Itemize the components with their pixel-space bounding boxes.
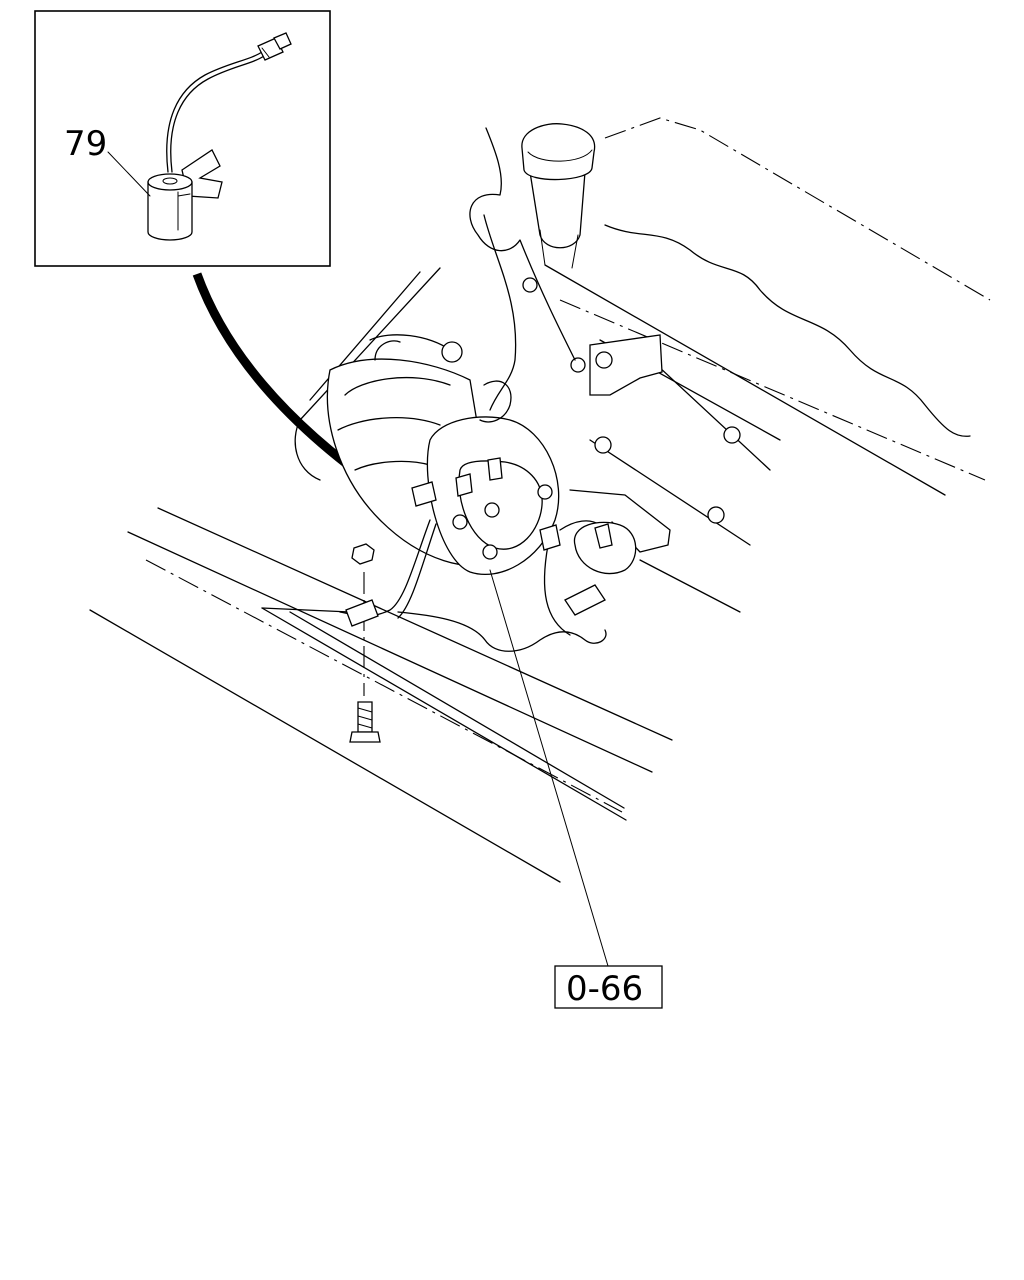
mount-bracket [589, 334, 663, 396]
frame-rails [89, 507, 673, 883]
capacitor-body [147, 173, 193, 241]
capacitor-mount-point [411, 481, 437, 507]
horn [539, 489, 671, 616]
alternator [294, 267, 560, 576]
capacitor-wire [166, 51, 263, 173]
callout-0-66: 0-66 [566, 969, 643, 1009]
leader-0-66 [489, 569, 609, 967]
nut [351, 543, 375, 565]
inset-detail: 79 [34, 10, 331, 267]
callout-79: 79 [64, 124, 107, 164]
radiator-assembly [469, 117, 991, 613]
bracket-plate [345, 599, 379, 627]
leader-79 [107, 151, 151, 197]
wire-terminal [257, 32, 292, 61]
alternator-rear-housing [426, 416, 560, 576]
radiator-cap [521, 123, 596, 269]
bolt [349, 701, 381, 743]
ref-box[interactable] [554, 965, 663, 1009]
mounting-hardware [345, 543, 381, 743]
